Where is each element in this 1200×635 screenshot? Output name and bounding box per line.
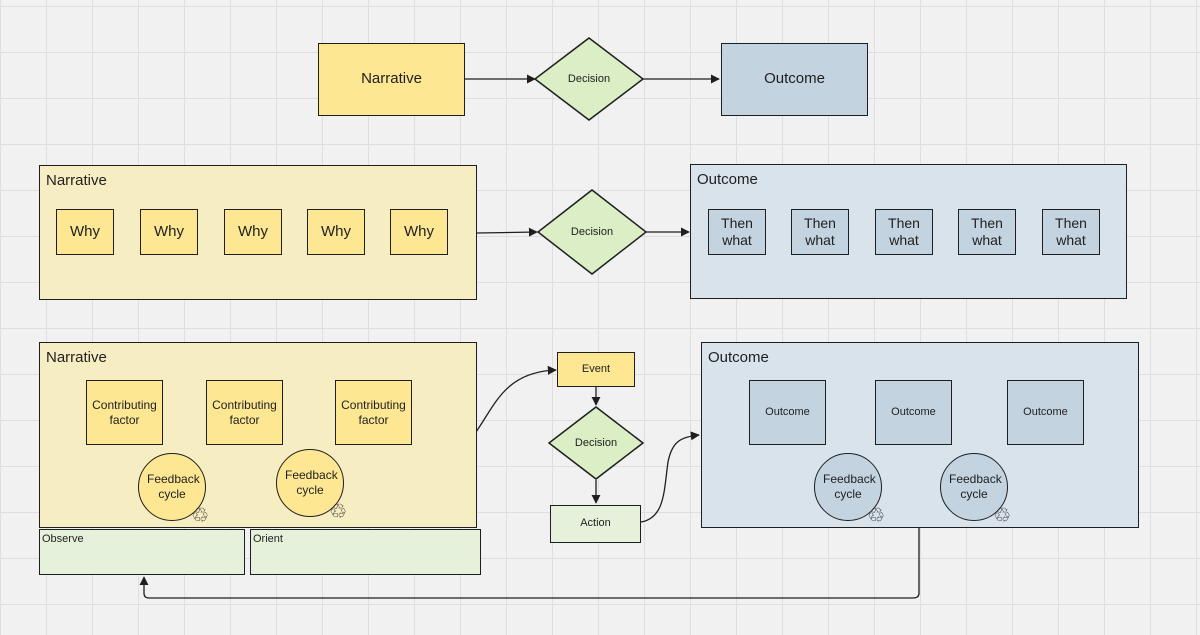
arrow-outcome-to-observe (139, 528, 920, 599)
arrow-narrative-to-decision-2 (476, 227, 538, 237)
contributing-factor-label: Contributing factor (212, 397, 277, 427)
narrative-box-label: Narrative (361, 70, 422, 88)
outcome-item-label: Outcome (891, 405, 936, 418)
feedback-cycle-circle-1[interactable]: Feedback cycle ♲ (138, 453, 209, 526)
outcome-feedback-cycle-circle-1[interactable]: Feedback cycle ♲ (814, 453, 885, 526)
orient-box[interactable]: Orient (250, 529, 481, 575)
why-label: Why (238, 222, 268, 240)
then-what-box-5[interactable]: Then what (1042, 209, 1100, 255)
outcome-box-label: Outcome (764, 70, 825, 88)
decision-diamond-2[interactable] (536, 189, 648, 275)
contributing-factor-box-3[interactable]: Contributing factor (335, 380, 412, 445)
why-label: Why (154, 222, 184, 240)
then-what-label: Then what (721, 214, 753, 249)
decision-diamond-1[interactable] (533, 37, 645, 121)
outcome-item-label: Outcome (1023, 405, 1068, 418)
then-what-label: Then what (888, 214, 920, 249)
outcome-frame-3-label: Outcome (708, 349, 769, 366)
then-what-box-2[interactable]: Then what (791, 209, 849, 255)
outcome-frame-2-label: Outcome (697, 171, 758, 188)
contributing-factor-label: Contributing factor (341, 397, 406, 427)
why-box-2[interactable]: Why (140, 209, 198, 255)
feedback-cycle-label: Feedback cycle (147, 472, 200, 501)
decision-label-1: Decision (567, 73, 611, 85)
decision-label-3: Decision (574, 437, 618, 449)
narrative-box[interactable]: Narrative (318, 43, 465, 116)
decision-diamond-3[interactable] (547, 406, 645, 480)
then-what-label: Then what (971, 214, 1003, 249)
outcome-item-box-2[interactable]: Outcome (875, 380, 952, 445)
orient-label: Orient (253, 533, 283, 545)
action-box[interactable]: Action (550, 505, 641, 543)
feedback-cycle-label: Feedback cycle (949, 472, 1002, 501)
feedback-cycle-label: Feedback cycle (285, 468, 338, 497)
why-box-5[interactable]: Why (390, 209, 448, 255)
why-label: Why (321, 222, 351, 240)
why-box-4[interactable]: Why (307, 209, 365, 255)
narrative-frame-3-label: Narrative (46, 349, 107, 366)
observe-box[interactable]: Observe (39, 529, 245, 575)
why-label: Why (70, 222, 100, 240)
then-what-label: Then what (804, 214, 836, 249)
recycle-icon: ♲ (993, 505, 1011, 527)
then-what-box-1[interactable]: Then what (708, 209, 766, 255)
then-what-box-4[interactable]: Then what (958, 209, 1016, 255)
feedback-cycle-circle-2[interactable]: Feedback cycle ♲ (276, 449, 347, 522)
recycle-icon: ♲ (191, 505, 209, 527)
outcome-item-box-3[interactable]: Outcome (1007, 380, 1084, 445)
recycle-icon: ♲ (867, 505, 885, 527)
arrow-action-to-outcome (640, 431, 700, 523)
outcome-box[interactable]: Outcome (721, 43, 868, 116)
then-what-box-3[interactable]: Then what (875, 209, 933, 255)
event-label: Event (581, 362, 611, 375)
contributing-factor-box-1[interactable]: Contributing factor (86, 380, 163, 445)
decision-label-2: Decision (570, 226, 614, 238)
observe-label: Observe (42, 533, 84, 545)
arrow-narrative-to-event (475, 365, 557, 433)
why-box-1[interactable]: Why (56, 209, 114, 255)
why-box-3[interactable]: Why (224, 209, 282, 255)
narrative-frame-2-label: Narrative (46, 172, 107, 189)
outcome-feedback-cycle-circle-2[interactable]: Feedback cycle ♲ (940, 453, 1011, 526)
action-label: Action (580, 517, 611, 530)
event-box[interactable]: Event (557, 352, 635, 387)
outcome-item-box-1[interactable]: Outcome (749, 380, 826, 445)
feedback-cycle-label: Feedback cycle (823, 472, 876, 501)
outcome-item-label: Outcome (765, 405, 810, 418)
contributing-factor-label: Contributing factor (92, 397, 157, 427)
then-what-label: Then what (1055, 214, 1087, 249)
contributing-factor-box-2[interactable]: Contributing factor (206, 380, 283, 445)
recycle-icon: ♲ (329, 501, 347, 523)
why-label: Why (404, 222, 434, 240)
